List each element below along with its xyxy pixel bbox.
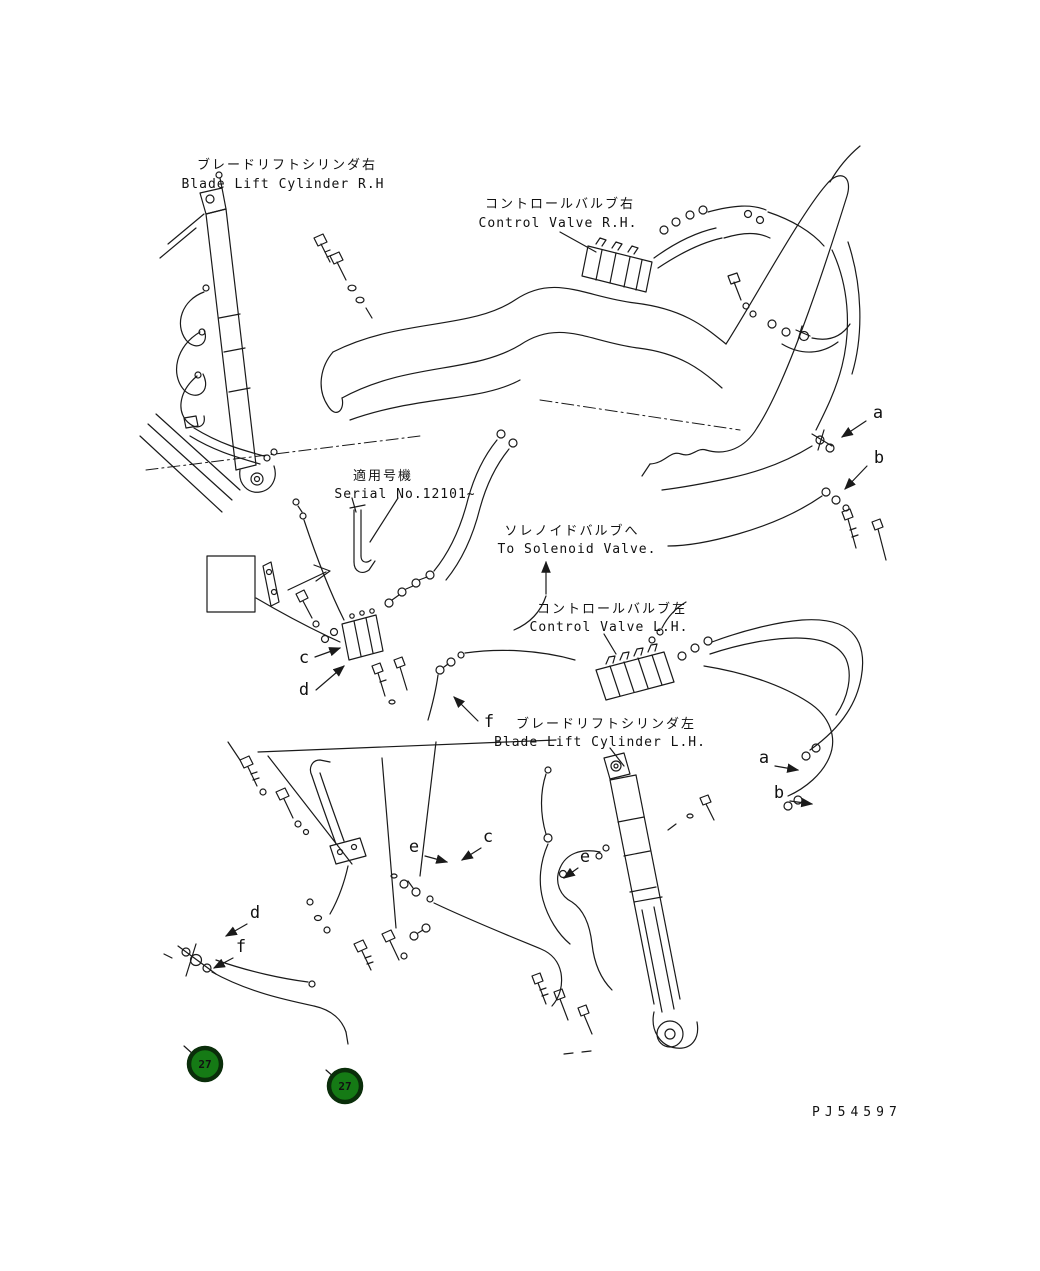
balloon-circle[interactable] — [329, 1070, 361, 1102]
upper-right-hoses-drawing — [662, 242, 886, 560]
callout-a-upper: a — [873, 403, 883, 423]
callout-c-lower: c — [483, 827, 493, 847]
callout-a-lower: a — [759, 748, 769, 768]
control-valve-rh-drawing — [560, 206, 824, 292]
callout-arrows — [212, 421, 867, 968]
callout-b-upper: b — [874, 448, 884, 468]
callout-d-mid: d — [299, 680, 309, 700]
callout-c-mid: c — [299, 648, 309, 668]
balloon-number[interactable]: 27 — [198, 1058, 211, 1071]
callout-e-lower: e — [580, 847, 590, 867]
blade-lift-cylinder-rh-drawing — [140, 172, 277, 512]
bottom-left-piping-drawing — [164, 740, 562, 1044]
control-valve-lh-drawing — [596, 602, 863, 830]
label-blade-lift-cylinder-lh-en: Blade Lift Cylinder L.H. — [494, 735, 706, 750]
callout-e-left: e — [409, 837, 419, 857]
label-control-valve-lh-jp: コントロールバルブ左 — [537, 601, 687, 617]
callout-f-bottom: f — [236, 937, 246, 957]
balloon-number[interactable]: 27 — [338, 1080, 351, 1093]
blade-lift-cylinder-lh-drawing — [532, 748, 698, 1054]
balloon-circle[interactable] — [189, 1048, 221, 1080]
label-blade-lift-cylinder-lh-jp: ブレードリフトシリンダ左 — [516, 716, 696, 732]
label-serial-en: Serial No.12101~ — [334, 487, 475, 502]
label-control-valve-lh-en: Control Valve L.H. — [530, 620, 689, 635]
part-balloon-27-left[interactable]: 27 — [184, 1046, 221, 1080]
callout-b-lower: b — [774, 783, 784, 803]
part-balloon-27-right[interactable]: 27 — [326, 1070, 361, 1102]
center-manifold-drawing — [296, 430, 575, 720]
label-blade-lift-cylinder-rh-jp: ブレードリフトシリンダ右 — [197, 157, 377, 173]
label-control-valve-rh-en: Control Valve R.H. — [479, 216, 638, 231]
callout-f-mid: f — [484, 712, 494, 732]
blade-frame-outline — [146, 146, 860, 476]
text-labels: ブレードリフトシリンダ右 Blade Lift Cylinder R.H コント… — [181, 157, 902, 1120]
label-control-valve-rh-jp: コントロールバルブ右 — [485, 196, 635, 212]
serial-detail-drawing — [207, 498, 398, 642]
callout-letters: a b c d f a b e c e d f — [236, 403, 884, 957]
label-to-solenoid-jp: ソレノイドバルブへ — [504, 523, 639, 539]
label-to-solenoid-en: To Solenoid Valve. — [498, 542, 657, 557]
drawing-number: PJ54597 — [812, 1105, 902, 1120]
label-serial-jp: 適用号機 — [353, 468, 413, 484]
label-blade-lift-cylinder-rh-en: Blade Lift Cylinder R.H — [181, 177, 384, 192]
top-bolts-drawing — [314, 234, 372, 318]
callout-d-bottom: d — [250, 903, 260, 923]
